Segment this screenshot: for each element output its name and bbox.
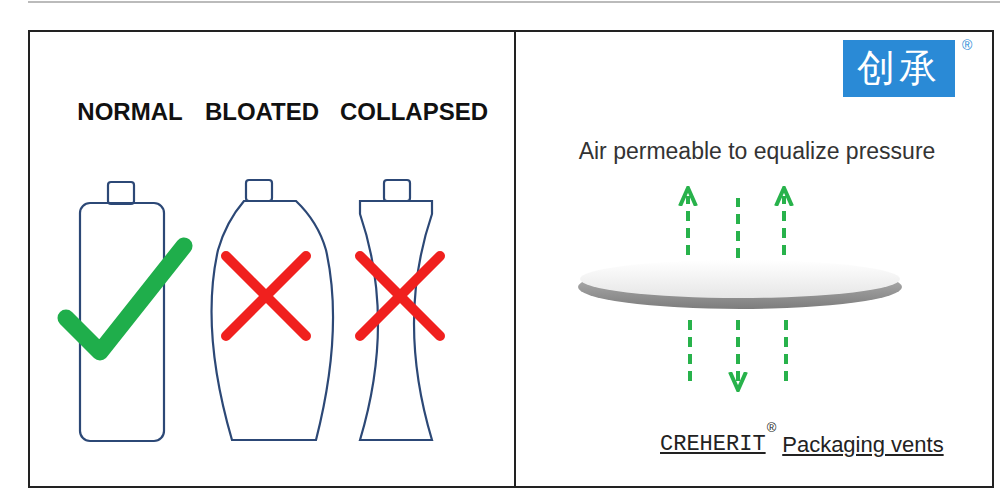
state-label: NORMAL bbox=[77, 99, 182, 125]
vent-disc bbox=[580, 260, 900, 298]
brand-name: CREHERIT bbox=[660, 433, 766, 457]
airflow-arrow bbox=[784, 320, 788, 385]
airflow-arrow bbox=[688, 320, 692, 385]
registered-mark: ® bbox=[767, 421, 777, 435]
bottle-neck bbox=[108, 182, 134, 204]
state-label: COLLAPSED bbox=[340, 99, 488, 125]
top-rule bbox=[28, 1, 1000, 3]
airflow-arrow bbox=[736, 198, 740, 258]
cross-mark bbox=[360, 256, 440, 336]
airflow-arrow bbox=[686, 196, 690, 255]
bottle-neck bbox=[246, 180, 272, 201]
logo-text: 创承 bbox=[857, 43, 941, 94]
airflow-arrow bbox=[782, 196, 786, 255]
airflow-arrow bbox=[736, 320, 740, 382]
caption-text: Air permeable to equalize pressure bbox=[579, 139, 936, 164]
product-name: Packaging vents bbox=[782, 433, 943, 457]
state-label: BLOATED bbox=[205, 99, 319, 125]
bottle-neck bbox=[384, 180, 410, 201]
check-mark bbox=[66, 246, 184, 352]
logo-box: 创承 bbox=[843, 40, 955, 97]
registered-mark: ® bbox=[962, 38, 972, 53]
bloated-bottle bbox=[212, 201, 334, 440]
left-panel bbox=[29, 31, 515, 487]
cross-mark bbox=[226, 256, 306, 336]
right-panel bbox=[515, 31, 993, 487]
